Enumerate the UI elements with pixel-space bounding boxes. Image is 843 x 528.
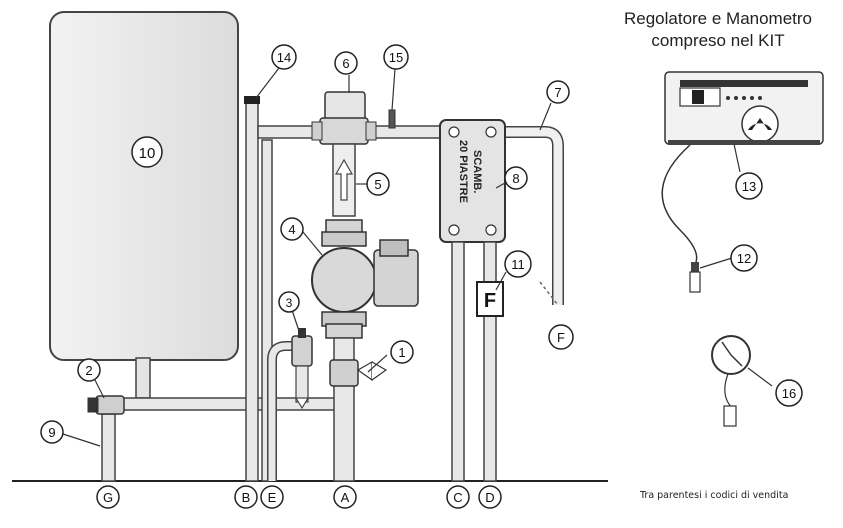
callout-4: 4	[280, 217, 304, 241]
pump-motor	[373, 249, 419, 307]
circulation-pump	[311, 247, 377, 313]
three-way-valve-body	[319, 117, 369, 145]
exchanger-label-line2: 20 PIASTRE	[457, 140, 469, 203]
svg-text:14: 14	[277, 50, 291, 65]
svg-text:2: 2	[85, 363, 92, 378]
svg-text:5: 5	[374, 177, 381, 192]
connection-a: A	[333, 485, 357, 509]
temperature-probe	[388, 109, 396, 129]
kit-title-line1: Regolatore e Manometro	[623, 9, 813, 28]
svg-text:12: 12	[737, 251, 751, 266]
svg-text:8: 8	[512, 171, 519, 186]
connection-labels: G B E A C D F	[96, 324, 574, 509]
svg-text:15: 15	[389, 50, 403, 65]
callout-6: 6	[334, 51, 358, 75]
svg-text:6: 6	[342, 56, 349, 71]
flow-arrow-up	[334, 158, 354, 201]
svg-text:10: 10	[139, 145, 156, 162]
tank-outlet-pipe	[135, 357, 151, 399]
drain-valve	[95, 395, 125, 415]
svg-text:C: C	[453, 490, 462, 505]
callout-13: 13	[735, 172, 763, 200]
svg-text:16: 16	[782, 386, 796, 401]
svg-text:7: 7	[554, 85, 561, 100]
callout-7: 7	[546, 80, 570, 104]
flow-meter	[476, 281, 504, 317]
flow-meter-letter: F	[484, 290, 496, 312]
leader-lines	[62, 63, 773, 447]
kit-title-line2: compreso nel KIT	[651, 31, 785, 50]
svg-text:G: G	[103, 490, 113, 505]
callout-16: 16	[775, 379, 803, 407]
pipe-g	[101, 413, 116, 482]
svg-text:3: 3	[286, 296, 293, 310]
probe-cable	[661, 144, 698, 263]
svg-text:A: A	[341, 490, 350, 505]
pipe-c	[451, 241, 465, 482]
safety-valve	[291, 335, 313, 367]
manometer-probe	[723, 405, 737, 427]
connection-e: E	[260, 485, 284, 509]
svg-text:1: 1	[398, 345, 405, 360]
connection-d: D	[478, 485, 502, 509]
callout-11: 11	[504, 250, 532, 278]
svg-text:E: E	[268, 490, 277, 505]
pipe-d	[483, 241, 497, 482]
callout-15: 15	[383, 44, 409, 70]
air-vent-cap	[244, 96, 260, 104]
pipe-b	[245, 99, 259, 482]
callout-12: 12	[730, 244, 758, 272]
sales-code-footnote: Tra parentesi i codici di vendita	[640, 490, 789, 501]
svg-text:D: D	[485, 490, 494, 505]
svg-text:F: F	[557, 330, 565, 345]
connection-f: F	[548, 324, 574, 350]
connection-b: B	[234, 485, 258, 509]
callout-9: 9	[40, 420, 64, 444]
exchanger-label-line1: SCAMB.	[471, 150, 483, 193]
callout-14: 14	[271, 44, 297, 70]
callout-5: 5	[366, 172, 390, 196]
svg-text:9: 9	[48, 425, 55, 440]
callout-3: 3	[278, 291, 300, 313]
controller-dial-icon	[741, 105, 779, 143]
callout-2: 2	[77, 358, 101, 382]
storage-tank	[49, 11, 239, 361]
temperature-sensor-probe	[689, 271, 701, 293]
callout-10: 10	[131, 136, 163, 168]
callouts: 1 2 3 4 5 6 7 8 9 10 11 12 13 14 15 16	[40, 44, 803, 444]
drain-valve-knob	[87, 397, 99, 413]
svg-text:4: 4	[288, 222, 295, 237]
kit-title: Regolatore e Manometro compreso nel KIT	[598, 8, 838, 52]
svg-text:11: 11	[511, 257, 525, 272]
ball-valve-body	[329, 359, 359, 387]
callout-1: 1	[390, 340, 414, 364]
svg-text:B: B	[242, 490, 251, 505]
connection-g: G	[96, 485, 120, 509]
svg-text:13: 13	[742, 179, 756, 194]
callout-8: 8	[504, 166, 528, 190]
connection-c: C	[446, 485, 470, 509]
